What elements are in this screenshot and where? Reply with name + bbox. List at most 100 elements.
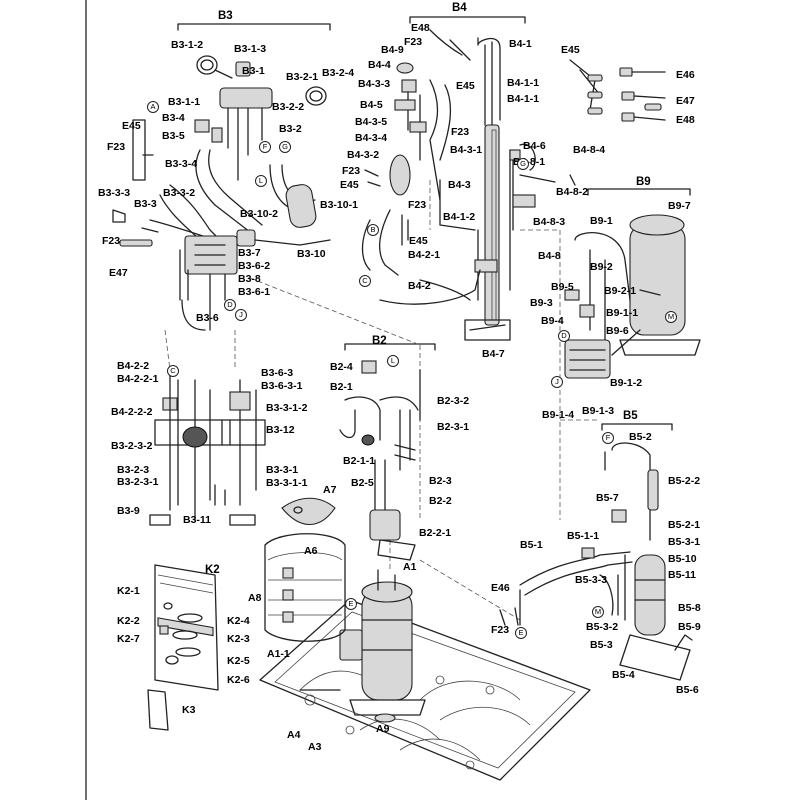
part-label: B3-1-1	[168, 96, 201, 108]
part-label: B4-3-1	[450, 144, 483, 156]
part-label: A1	[403, 561, 417, 573]
part-label: B9-2-1	[604, 285, 637, 297]
part-label: B5-6	[676, 684, 699, 696]
part-label: K2-7	[117, 633, 140, 645]
part-label: E45	[340, 179, 359, 191]
k2-panel	[147, 564, 219, 731]
group-label-b2: B2	[372, 335, 387, 347]
connection-marker-d2: D	[558, 330, 570, 342]
part-label: B3-2-2	[272, 101, 305, 113]
part-label: B4-1-2	[443, 211, 476, 223]
group-brackets	[177, 16, 691, 431]
part-label: K3	[182, 704, 196, 716]
connection-marker-f2: F	[602, 432, 614, 444]
part-label: B4-2-1	[408, 249, 441, 261]
part-label: B9-7	[668, 200, 691, 212]
part-label: B4-3	[448, 179, 471, 191]
part-label: B9-5	[551, 281, 574, 293]
valve-bracket-assembly	[149, 374, 266, 526]
connection-marker-g: G	[279, 141, 291, 153]
part-label: B5-3-1	[668, 536, 701, 548]
part-label: B5-2-1	[668, 519, 701, 531]
part-label: B4-2-2	[117, 360, 150, 372]
part-label: F23	[404, 36, 423, 48]
part-label: B5-1-1	[567, 530, 600, 542]
part-label: B3-10-1	[320, 199, 358, 211]
part-label: F23	[107, 141, 126, 153]
sensor-group	[569, 59, 666, 122]
part-label: B3-5	[162, 130, 185, 142]
part-label: B2-4	[330, 361, 353, 373]
part-label: B3-3-2	[163, 187, 196, 199]
part-label: B3-1-2	[171, 39, 204, 51]
part-label: B5-3-3	[575, 574, 608, 586]
part-label: B4-8	[538, 250, 561, 262]
connection-marker-f: F	[259, 141, 271, 153]
part-label: B5-8	[678, 602, 701, 614]
part-label: B3-2-3-2	[111, 440, 153, 452]
part-label: B3-7	[238, 247, 261, 259]
part-label: K2-1	[117, 585, 140, 597]
part-label: E47	[676, 95, 695, 107]
part-label: B4-8-1	[513, 156, 546, 168]
connection-marker-m: M	[665, 311, 677, 323]
part-label: B2-5	[351, 477, 374, 489]
part-label: B4-6	[523, 140, 546, 152]
part-label: B5-1	[520, 539, 543, 551]
part-label: B9-3	[530, 297, 553, 309]
part-label: A7	[323, 484, 337, 496]
group-label-b4: B4	[452, 2, 467, 14]
part-label: E45	[456, 80, 475, 92]
part-label: B4-8-2	[556, 186, 589, 198]
part-label: B2-3-1	[437, 421, 470, 433]
part-label: B3-4	[162, 112, 185, 124]
connection-marker-e2: E	[515, 627, 527, 639]
part-label: B5-10	[668, 553, 697, 565]
connection-marker-l2: L	[387, 355, 399, 367]
part-label: B4-5	[360, 99, 383, 111]
b9-assembly	[564, 214, 701, 379]
part-label: B4-3-2	[347, 149, 380, 161]
part-label: B3-6-3-1	[261, 380, 303, 392]
connection-marker-c: C	[359, 275, 371, 287]
part-label: B9-1-3	[582, 405, 615, 417]
part-label: A8	[248, 592, 262, 604]
connection-marker-j: J	[235, 309, 247, 321]
part-label: B9-1-2	[610, 377, 643, 389]
connection-marker-c2: C	[167, 365, 179, 377]
part-label: B5-9	[678, 621, 701, 633]
part-label: B3-2-3	[117, 464, 150, 476]
part-label: B4-1	[509, 38, 532, 50]
part-label: B5-7	[596, 492, 619, 504]
part-label: B3-11	[183, 514, 212, 526]
connection-marker-a: A	[147, 101, 159, 113]
part-label: K2-4	[227, 615, 250, 627]
part-label: B3-10-2	[240, 208, 278, 220]
b5-assembly	[499, 442, 693, 681]
part-label: B4-2	[408, 280, 431, 292]
connection-marker-l: L	[255, 175, 267, 187]
part-label: B3-6-2	[238, 260, 271, 272]
part-label: B4-4	[368, 59, 391, 71]
part-label: B4-8-3	[533, 216, 566, 228]
part-label: E45	[409, 235, 428, 247]
part-label: B2-1-1	[343, 455, 376, 467]
part-label: B3-8	[238, 273, 261, 285]
part-label: B5-3	[590, 639, 613, 651]
part-label: F23	[342, 165, 361, 177]
part-label: B4-3-4	[355, 132, 388, 144]
connection-marker-g2: G	[517, 158, 529, 170]
connection-marker-j2: J	[551, 376, 563, 388]
part-label: B4-7	[482, 348, 505, 360]
part-label: B4-1-1	[507, 93, 540, 105]
part-label: B2-3-2	[437, 395, 470, 407]
part-label: B3-3-1-2	[266, 402, 308, 414]
part-label: K2-6	[227, 674, 250, 686]
part-label: B3-3	[134, 198, 157, 210]
part-label: A9	[376, 723, 390, 735]
part-label: B5-3-2	[586, 621, 619, 633]
part-label: B4-3-5	[355, 116, 388, 128]
part-label: B3-1-3	[234, 43, 267, 55]
